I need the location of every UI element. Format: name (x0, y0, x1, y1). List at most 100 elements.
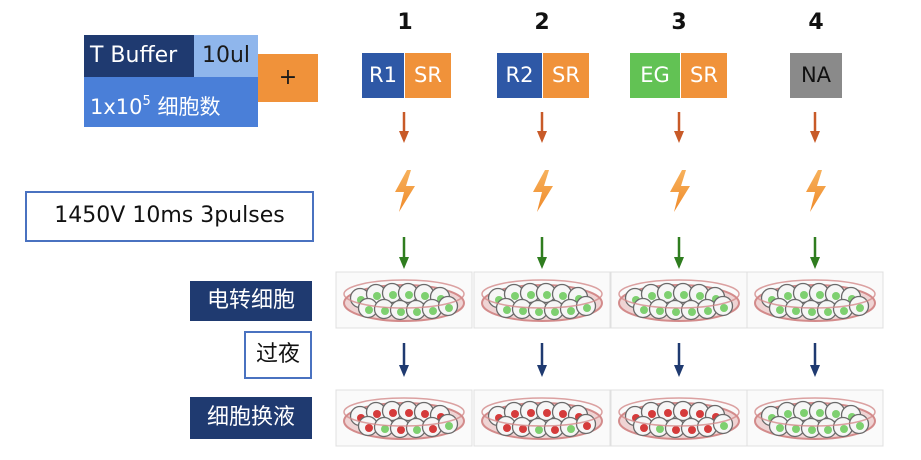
dish-electroporated-1-cell-dot-8 (381, 307, 389, 315)
dish-media-changed-2-cell-dot-3 (527, 409, 535, 417)
dish-electroporated-4-cell-dot-4 (816, 291, 824, 299)
dish-electroporated-4-cell-dot-9 (808, 308, 816, 316)
dish-electroporated-2-cell-dot-7 (503, 306, 511, 314)
dish-electroporated-3-rim (618, 279, 740, 309)
column-number-1: 1 (397, 10, 413, 35)
dish-electroporated-2-cell-dot-5 (559, 292, 567, 300)
cell-count-exponent: 5 (142, 94, 151, 109)
dish-media-changed-1-cell-dot-9 (397, 426, 405, 434)
dish-media-changed-4-cell-dot-9 (808, 426, 816, 434)
tag-r2: R2 (497, 53, 542, 98)
dish-media-changed-1-cell-dot-11 (429, 425, 437, 433)
dish-media-changed-1-cell-dot-8 (381, 425, 389, 433)
dish-electroporated-4-cell-dot-2 (784, 292, 792, 300)
dish-electroporated-1-cell-dot-11 (429, 307, 437, 315)
column-number-4: 4 (808, 10, 824, 35)
dish-media-changed-2-cell-dot-12 (583, 422, 591, 430)
dish-electroporated-1-rim (343, 279, 465, 309)
dish-media-changed-3 (610, 389, 748, 447)
dish-electroporated-2-rim (481, 279, 603, 309)
dish-electroporated-2-cell-dot-11 (567, 307, 575, 315)
tag-sr-2: SR (543, 53, 589, 98)
dish-media-changed-2-cell-dot-7 (503, 424, 511, 432)
dish-media-changed-4-cell-dot-7 (776, 424, 784, 432)
dish-media-changed-4 (746, 389, 884, 447)
dish-electroporated-4-cell-dot-7 (776, 306, 784, 314)
dish-electroporated-1-cell-dot-2 (373, 292, 381, 300)
dish-electroporated-4-cell-dot-12 (856, 304, 864, 312)
dish-media-changed-1-cell-dot-10 (413, 426, 421, 434)
tag-r1: R1 (362, 53, 404, 98)
dish-media-changed-1-rim (343, 397, 465, 427)
cell-count-suffix: 细胞数 (150, 95, 221, 119)
tag-eg: EG (630, 53, 680, 98)
dish-electroporated-4-rim (754, 279, 876, 309)
dish-electroporated-1-cell-dot-10 (413, 308, 421, 316)
tag-sr-3: SR (681, 53, 727, 98)
dish-electroporated-1-cell-dot-4 (405, 291, 413, 299)
dish-media-changed-2-cell-dot-11 (567, 425, 575, 433)
dish-media-changed-4-cell-dot-10 (824, 426, 832, 434)
dish-media-changed-2-cell-dot-10 (551, 426, 559, 434)
dish-electroporated-2-cell-dot-9 (535, 308, 543, 316)
dish-electroporated-3-cell-dot-8 (656, 307, 664, 315)
dish-electroporated-4-cell-dot-10 (824, 308, 832, 316)
dish-media-changed-3-cell-dot-2 (648, 410, 656, 418)
dish-electroporated-2-cell-dot-8 (519, 307, 527, 315)
dish-media-changed-4-rim (754, 397, 876, 427)
dish-electroporated-3-cell-dot-9 (672, 308, 680, 316)
dish-media-changed-4-cell-dot-2 (784, 410, 792, 418)
dish-media-changed-3-cell-dot-4 (680, 409, 688, 417)
dish-media-changed-3-cell-dot-7 (640, 424, 648, 432)
cell-count-prefix: 1x10 (90, 95, 143, 119)
dish-electroporated-1 (335, 271, 473, 329)
dish-media-changed-4-cell-dot-12 (856, 422, 864, 430)
dish-media-changed-4-cell-dot-5 (832, 410, 840, 418)
dish-media-changed-4-cell-dot-11 (840, 425, 848, 433)
step-electroporation: 电转细胞 (190, 281, 312, 321)
dish-media-changed-1 (335, 389, 473, 447)
step-overnight: 过夜 (244, 331, 312, 379)
dish-electroporated-1-cell-dot-12 (445, 304, 453, 312)
dish-electroporated-4-cell-dot-5 (832, 292, 840, 300)
dish-media-changed-3-cell-dot-10 (688, 426, 696, 434)
dish-media-changed-3-cell-dot-3 (664, 409, 672, 417)
dish-media-changed-3-cell-dot-5 (696, 410, 704, 418)
dish-media-changed-3-cell-dot-11 (704, 425, 712, 433)
column-number-2: 2 (534, 10, 550, 35)
dish-media-changed-2 (473, 389, 611, 447)
dish-media-changed-3-cell-dot-9 (672, 426, 680, 434)
tag-sr-1: SR (405, 53, 451, 98)
lightning-icon-4 (806, 170, 826, 212)
dish-media-changed-2-cell-dot-5 (559, 410, 567, 418)
dish-media-changed-1-cell-dot-5 (421, 410, 429, 418)
dish-media-changed-3-cell-dot-8 (656, 425, 664, 433)
dish-electroporated-3-cell-dot-2 (648, 292, 656, 300)
dish-electroporated-3-cell-dot-5 (696, 292, 704, 300)
dish-electroporated-3-cell-dot-7 (640, 306, 648, 314)
dish-media-changed-1-cell-dot-7 (365, 424, 373, 432)
dish-electroporated-4 (746, 271, 884, 329)
pulse-settings-box: 1450V 10ms 3pulses (25, 191, 314, 242)
dish-electroporated-1-cell-dot-3 (389, 291, 397, 299)
dish-electroporated-2 (473, 271, 611, 329)
dish-media-changed-2-cell-dot-8 (519, 425, 527, 433)
dish-electroporated-2-cell-dot-3 (527, 291, 535, 299)
dish-media-changed-2-cell-dot-2 (511, 410, 519, 418)
dish-electroporated-4-cell-dot-11 (840, 307, 848, 315)
dish-electroporated-4-cell-dot-3 (800, 291, 808, 299)
buffer-volume-label: 10ul (194, 35, 258, 77)
dish-media-changed-4-cell-dot-8 (792, 425, 800, 433)
dish-electroporated-1-cell-dot-9 (397, 308, 405, 316)
dish-electroporated-3-cell-dot-3 (664, 291, 672, 299)
cell-count-label: 1x105 细胞数 (84, 77, 258, 127)
dish-media-changed-1-cell-dot-2 (373, 410, 381, 418)
t-buffer-label: T Buffer (84, 35, 194, 77)
dish-media-changed-3-rim (618, 397, 740, 427)
dish-media-changed-1-cell-dot-12 (445, 422, 453, 430)
dish-electroporated-2-cell-dot-12 (583, 304, 591, 312)
dish-electroporated-3-cell-dot-12 (720, 304, 728, 312)
dish-electroporated-2-cell-dot-10 (551, 308, 559, 316)
dish-electroporated-2-cell-dot-4 (543, 291, 551, 299)
dish-electroporated-3-cell-dot-10 (688, 308, 696, 316)
